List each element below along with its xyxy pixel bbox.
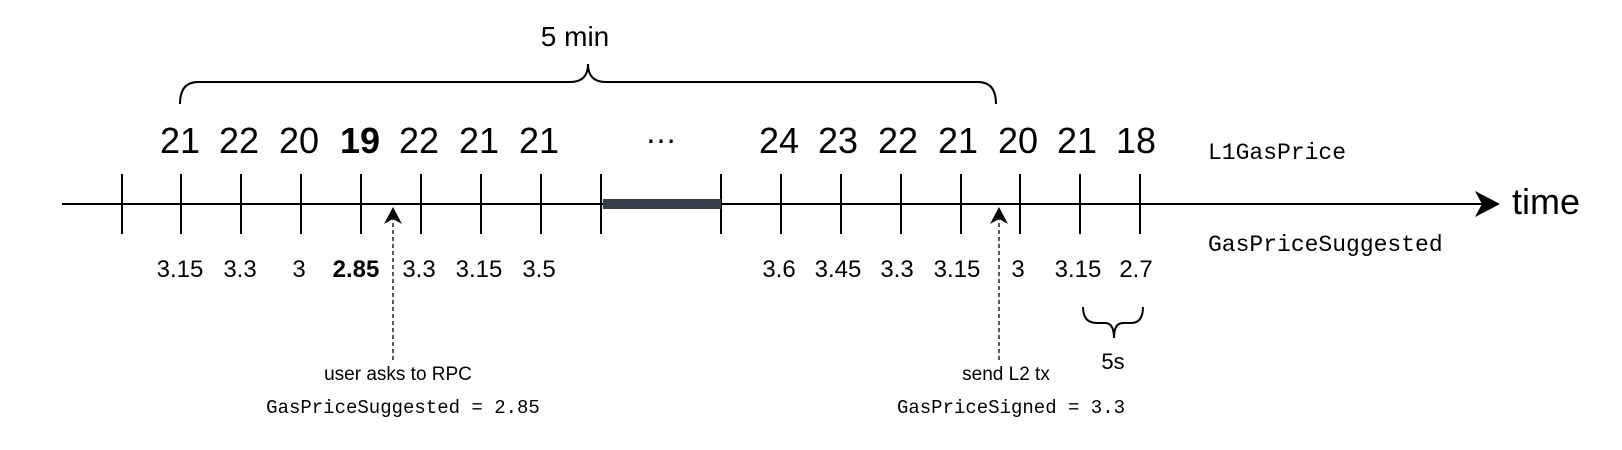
l1-gas-price-value: 19 (340, 120, 380, 161)
gas-price-suggested-value: 3.6 (762, 256, 795, 283)
l1-gas-price-value: 21 (519, 120, 559, 161)
gas-price-suggested-value: 3.45 (815, 256, 862, 283)
gas-price-suggested-value: 3.15 (934, 256, 981, 283)
five-second-brace (1082, 306, 1144, 339)
gas-price-suggested-value: 3.3 (223, 256, 256, 283)
l1-gas-price-value: 20 (279, 120, 319, 161)
rpc-request-caption: user asks to RPC (324, 364, 472, 385)
l1-gas-price-value: 23 (818, 120, 858, 161)
gas-price-suggested-label: GasPriceSuggested (1208, 232, 1443, 258)
l1-gas-price-values: 21 22 20 19 22 21 21 24 23 22 21 20 21 18 (160, 120, 1156, 161)
gas-price-suggested-values: 3.15 3.3 3 2.85 3.3 3.15 3.5 3.6 3.45 3.3 3.15 3 3.1… (157, 256, 1153, 283)
l1-gas-price-value: 22 (878, 120, 918, 161)
rpc-request-arrowhead (384, 207, 402, 224)
l1-gas-price-value: 22 (219, 120, 259, 161)
gas-price-suggested-value: 3.3 (880, 256, 913, 283)
gas-price-suggested-value: 3.3 (402, 256, 435, 283)
axis-label: time (1512, 181, 1580, 222)
l1-gas-price-value: 22 (399, 120, 439, 161)
gas-price-suggested-value: 2.7 (1119, 256, 1152, 283)
span-label: 5 min (541, 21, 609, 52)
gas-price-suggested-value: 3.15 (157, 256, 204, 283)
time-axis-arrowhead (1475, 191, 1500, 217)
rpc-request-formula: GasPriceSuggested = 2.85 (266, 397, 540, 419)
l1-gas-price-value: 20 (998, 120, 1038, 161)
l1-gas-price-value: 24 (759, 120, 799, 161)
l1-gas-price-value: 21 (938, 120, 978, 161)
gas-price-suggested-value: 3.15 (1055, 256, 1102, 283)
send-tx-caption: send L2 tx (962, 364, 1050, 385)
l1-gas-price-value: 21 (160, 120, 200, 161)
l1-gas-price-label: L1GasPrice (1208, 140, 1346, 166)
gas-price-suggested-value: 3 (1011, 256, 1024, 283)
send-tx-formula: GasPriceSigned = 3.3 (897, 397, 1125, 419)
interval-label: 5s (1101, 349, 1124, 374)
l1-gas-price-value: 21 (1057, 120, 1097, 161)
time-ticks (121, 174, 1141, 234)
gas-price-suggested-value: 3.15 (456, 256, 503, 283)
gas-price-suggested-value: 3 (292, 256, 305, 283)
l1-gas-price-value: 21 (459, 120, 499, 161)
gas-price-suggested-value: 2.85 (333, 256, 380, 283)
five-minute-brace (179, 63, 997, 105)
send-tx-arrowhead (990, 207, 1008, 224)
gap-ellipsis: … (645, 114, 677, 150)
gas-price-suggested-value: 3.5 (522, 256, 555, 283)
l1-gas-price-value: 18 (1116, 120, 1156, 161)
